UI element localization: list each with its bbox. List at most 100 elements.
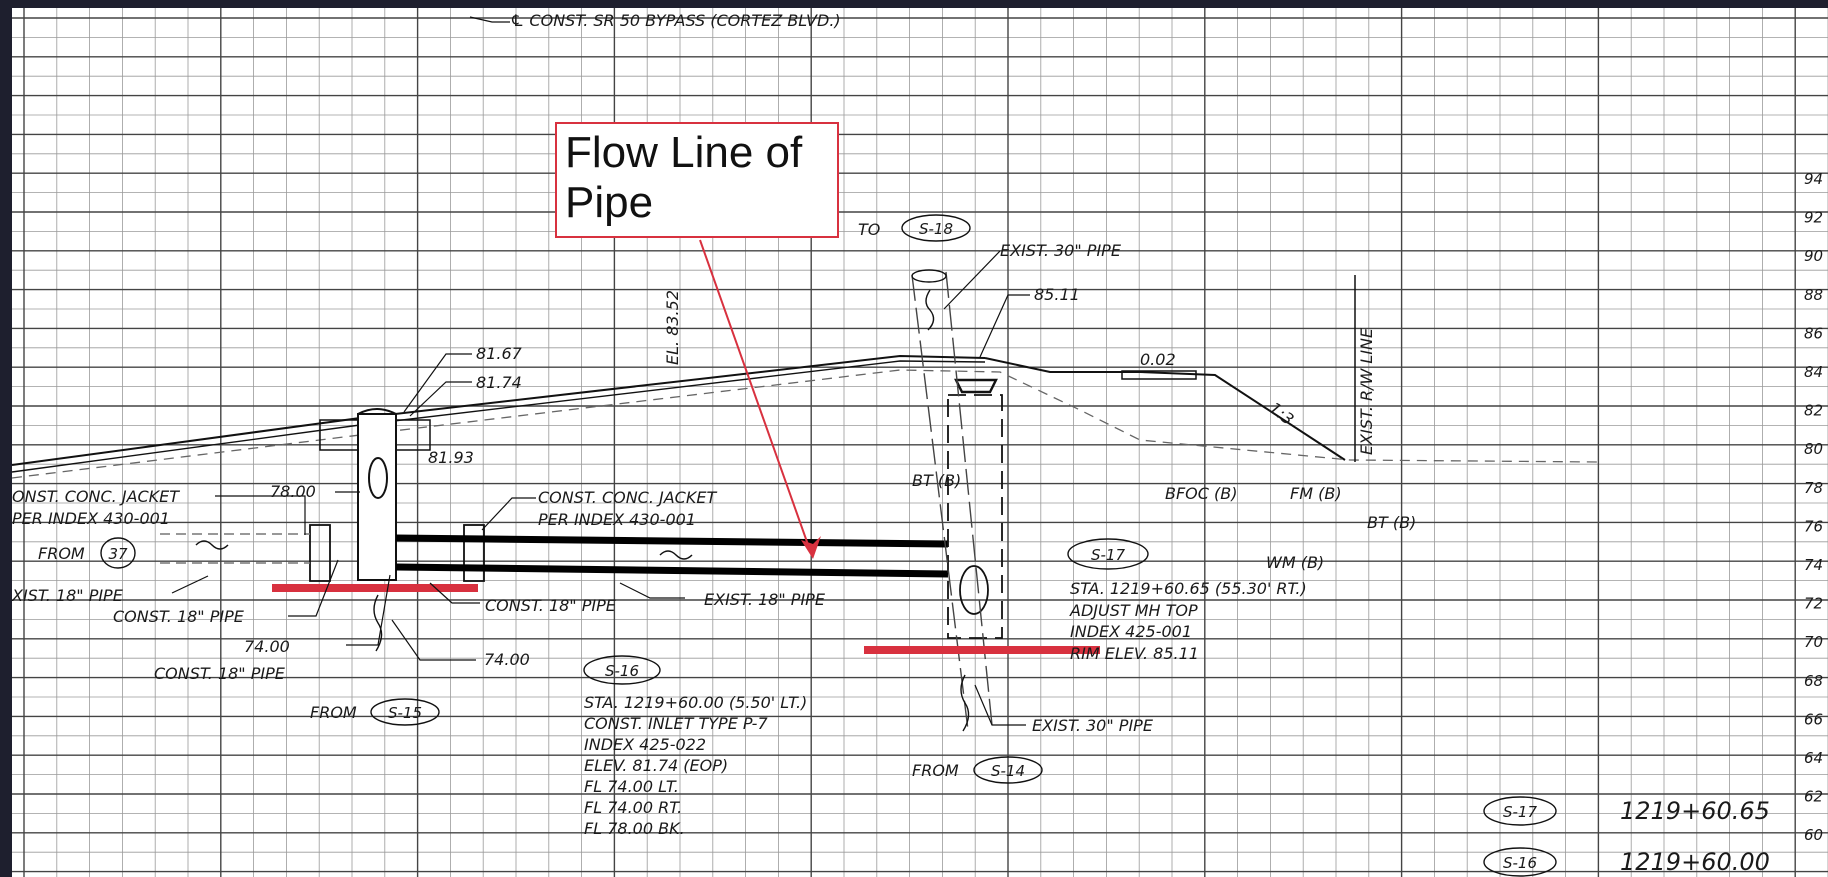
from-s15-label: FROM: [310, 703, 357, 722]
station-s16-ellipse: [1483, 847, 1557, 877]
wm-b-label: WM (B): [1266, 553, 1324, 572]
elevation-tick-label: 80: [1804, 440, 1823, 458]
const-18-pipe-3-label: CONST. 18" PIPE: [154, 664, 286, 683]
structure-37-ellipse: [100, 537, 136, 569]
station-table: S-17 1219+60.65 S-16 1219+60.00: [1483, 796, 1770, 877]
slope-002-label: 0.02: [1140, 350, 1176, 369]
elevation-tick-label: 72: [1804, 595, 1823, 613]
jacket-left-line1: ONST. CONC. JACKET: [12, 487, 180, 506]
const-18-pipe-mid-label: CONST. 18" PIPE: [485, 596, 617, 615]
to-label: TO: [858, 220, 880, 239]
pipe-s16-s17: [395, 534, 949, 578]
exist-rw-line-label: EXIST. R/W LINE: [1357, 327, 1376, 455]
elevation-tick-label: 78: [1804, 479, 1823, 497]
structure-s14-id: S-14: [991, 762, 1025, 780]
manhole-s17: [947, 378, 1003, 639]
centerline-label: ℄ CONST. SR 50 BYPASS (CORTEZ BLVD.): [510, 11, 841, 30]
station-s16-id: S-16: [1503, 854, 1537, 872]
leader-lines: [171, 16, 1030, 726]
elev-8193-label: 81.93: [428, 448, 474, 467]
note-s17-line: RIM ELEV. 85.11: [1070, 644, 1199, 663]
elevation-tick-label: 76: [1804, 517, 1823, 535]
elevation-tick-label: 62: [1804, 788, 1823, 806]
callout-arrowhead: [801, 536, 821, 559]
existing-pipe-left: [160, 533, 310, 564]
from-37-label: FROM: [38, 544, 85, 563]
structure-s15-id: S-15: [388, 704, 422, 722]
jacket-left-line2: PER INDEX 430-001: [12, 509, 170, 528]
existing-ground-dashed: [11, 369, 1601, 479]
note-s16-line: CONST. INLET TYPE P-7: [584, 714, 768, 733]
jacket-right-line1: CONST. CONC. JACKET: [538, 488, 717, 507]
flow-arrow-mid: [659, 550, 693, 560]
from-s14-label: FROM: [912, 761, 959, 780]
elev-8167-label: 81.67: [476, 344, 523, 363]
elevation-tick-label: 90: [1804, 247, 1823, 265]
flow-arrow-left: [195, 540, 229, 550]
structure-s16-ellipse: [583, 655, 661, 685]
note-s16-line: FL 74.00 RT.: [584, 798, 682, 817]
inlet-structure-s16: [357, 408, 397, 581]
curb-block: [1121, 370, 1197, 380]
exist-18-pipe-left-label: XIST. 18" PIPE: [11, 586, 124, 605]
station-s16-value: 1219+60.00: [1620, 848, 1770, 876]
structure-s14-ellipse: [973, 756, 1043, 784]
elevation-tick-label: 60: [1804, 826, 1823, 844]
elevation-tick-label: 68: [1804, 672, 1823, 690]
elevation-tick-label: 92: [1804, 209, 1823, 227]
sheet-background: [12, 8, 1828, 877]
station-s17-id: S-17: [1503, 803, 1537, 821]
elevation-tick-label: 70: [1804, 633, 1823, 651]
elev-8511-top-label: 85.11: [1034, 285, 1080, 304]
elev-7400-right-label: 74.00: [484, 650, 530, 669]
elevation-tick-label: 86: [1804, 324, 1823, 342]
bfoc-label: BFOC (B): [1165, 484, 1238, 503]
el-8352-label: EL. 83.52: [663, 290, 682, 365]
elevation-tick-label: 82: [1804, 402, 1823, 420]
elev-7400-left-label: 74.00: [244, 637, 290, 656]
elevation-tick-label: 64: [1804, 749, 1823, 767]
jacket-left: [309, 524, 485, 582]
note-s17-line: INDEX 425-001: [1070, 622, 1192, 641]
note-s16-line: STA. 1219+60.00 (5.50' LT.): [584, 693, 807, 712]
const-18-pipe-1-label: CONST. 18" PIPE: [113, 607, 245, 626]
exist-18-pipe-mid-label: EXIST. 18" PIPE: [704, 590, 826, 609]
elev-7800-label: 78.00: [270, 482, 316, 501]
road-profile: [11, 354, 1346, 473]
structure-tags: [100, 214, 1149, 784]
structure-s16-id: S-16: [605, 662, 639, 680]
structure-s18-id: S-18: [919, 220, 953, 238]
exist-30-pipe-bottom-label: EXIST. 30" PIPE: [1032, 716, 1154, 735]
structure-s17-id: S-17: [1091, 546, 1125, 564]
break-symbol-top: [925, 289, 935, 331]
exist-30-pipe-top-label: EXIST. 30" PIPE: [1000, 241, 1122, 260]
notes-s16: STA. 1219+60.00 (5.50' LT.) CONST. INLET…: [584, 693, 807, 838]
elevation-tick-label: 74: [1804, 556, 1823, 574]
jacket-right-line2: PER INDEX 430-001: [538, 510, 696, 529]
grid-major: [12, 8, 1828, 877]
note-s16-line: ELEV. 81.74 (EOP): [584, 756, 728, 775]
note-s17-line: ADJUST MH TOP: [1069, 601, 1198, 620]
elevation-tick-label: 94: [1804, 170, 1823, 188]
structure-s15-ellipse: [370, 698, 440, 726]
bt-b-left-label: BT (B): [912, 471, 961, 490]
note-s16-line: FL 74.00 LT.: [584, 777, 679, 796]
structure-37-id: 37: [108, 545, 128, 563]
note-s17-line: STA. 1219+60.65 (55.30' RT.): [1070, 579, 1307, 598]
elevation-tick-label: 88: [1804, 286, 1823, 304]
flow-line-markups: [272, 584, 1100, 654]
existing-30-pipe-end: [911, 269, 947, 283]
break-symbol-s17: [960, 674, 970, 732]
notes-s17: STA. 1219+60.65 (55.30' RT.) ADJUST MH T…: [1069, 579, 1307, 663]
drawing-labels: ℄ CONST. SR 50 BYPASS (CORTEZ BLVD.) TO …: [11, 11, 1416, 780]
station-s17-value: 1219+60.65: [1620, 797, 1770, 825]
elev-8174-label: 81.74: [476, 373, 522, 392]
break-symbol-bottom: [373, 594, 383, 652]
structure-s18-ellipse: [901, 214, 971, 242]
note-s16-line: INDEX 425-022: [584, 735, 706, 754]
elevation-tick-label: 66: [1804, 710, 1823, 728]
fm-b-label: FM (B): [1290, 484, 1342, 503]
structure-ids: 37 S-18 S-15 S-14 S-16 S-17: [108, 220, 1125, 780]
